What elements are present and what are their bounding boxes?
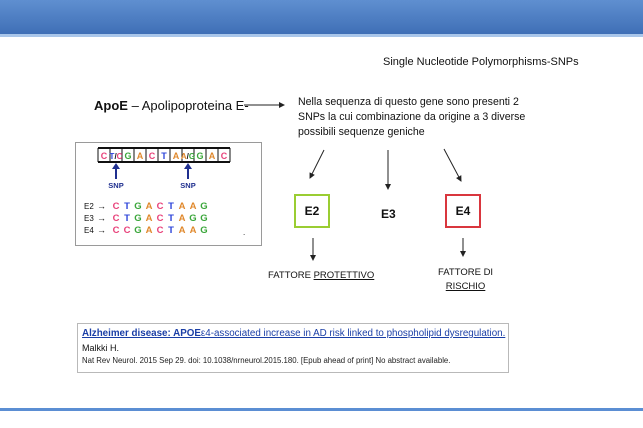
sequence-base: G — [196, 151, 203, 161]
trailing-dot: . — [243, 228, 245, 237]
sequence-base: C — [221, 151, 228, 161]
allele-base: A — [179, 213, 186, 224]
gene-name: ApoE — [94, 98, 128, 113]
allele-base: T — [168, 201, 174, 212]
snp-label: SNP — [108, 181, 123, 190]
allele-base: A — [146, 225, 153, 236]
allele-base: G — [200, 213, 207, 224]
allele-name: E4 — [84, 226, 94, 235]
allele-base: C — [157, 225, 164, 236]
e3-label: E3 — [381, 207, 396, 221]
sequence-base: T — [161, 151, 167, 161]
allele-base: C — [157, 213, 164, 224]
allele-base: A — [179, 225, 186, 236]
allele-base: C — [113, 213, 120, 224]
reference-title-rest: ε4-associated increase in AD risk linked… — [200, 328, 506, 339]
reference-title-bold: Alzheimer disease: APOE — [82, 328, 201, 339]
protective-word: PROTETTIVO — [313, 270, 375, 281]
risk-line1: FATTORE DI — [438, 267, 494, 278]
footer-line — [0, 408, 643, 411]
allele-base: T — [124, 201, 130, 212]
allele-base: A — [146, 213, 153, 224]
sequence-base: A — [209, 151, 216, 161]
allele-base: T — [168, 213, 174, 224]
e2-box: E2 — [294, 194, 330, 228]
reference-author: Malkki H. — [82, 343, 120, 353]
allele-base: C — [124, 225, 131, 236]
header-bar — [0, 0, 643, 37]
allele-base: C — [113, 201, 120, 212]
allele-base: G — [200, 201, 207, 212]
sequence-base: C — [101, 151, 108, 161]
gene-label: ApoE – Apolipoproteina E- — [94, 98, 249, 113]
protective-factor-label: FATTORE PROTETTIVO — [268, 270, 374, 281]
sequence-base: C — [149, 151, 156, 161]
allele-base: G — [134, 201, 141, 212]
allele-name: E3 — [84, 214, 94, 223]
gene-full-name: Apolipoproteina E- — [141, 98, 249, 113]
allele-arrow: → — [97, 225, 106, 235]
slide-title: Single Nucleotide Polymorphisms-SNPs — [383, 56, 579, 68]
risk-factor-label: FATTORE DI RISCHIO — [438, 266, 493, 294]
sequence-base: A — [137, 151, 144, 161]
snp-base: A/G — [181, 152, 195, 161]
allele-base: G — [189, 213, 196, 224]
allele-base: G — [200, 225, 207, 236]
reference-title-link[interactable]: Alzheimer disease: APOEε4-associated inc… — [82, 328, 505, 339]
arrow-to-e4 — [443, 148, 462, 182]
allele-base: A — [190, 201, 197, 212]
gene-description: Nella sequenza di questo gene sono prese… — [298, 96, 526, 138]
allele-base: A — [146, 201, 153, 212]
allele-base: G — [134, 213, 141, 224]
snp-arrow-head — [112, 163, 120, 169]
allele-arrow: → — [97, 213, 106, 223]
allele-base: A — [190, 225, 197, 236]
allele-arrow: → — [97, 201, 106, 211]
sequence-base: A — [173, 151, 180, 161]
allele-base: C — [157, 201, 164, 212]
allele-base: T — [168, 225, 174, 236]
e4-box: E4 — [445, 194, 481, 228]
snp-arrow-head — [184, 163, 192, 169]
snp-label: SNP — [180, 181, 195, 190]
allele-base: G — [134, 225, 141, 236]
allele-name: E2 — [84, 202, 94, 211]
reference-box — [77, 323, 509, 373]
arrow-to-e2 — [309, 149, 325, 179]
snp-base: T/C — [110, 152, 123, 161]
allele-base: A — [179, 201, 186, 212]
risk-word: RISCHIO — [445, 281, 486, 292]
allele-base: C — [113, 225, 120, 236]
reference-citation: Nat Rev Neurol. 2015 Sep 29. doi: 10.103… — [82, 356, 451, 365]
sequence-base: G — [124, 151, 131, 161]
gene-dash: – — [127, 98, 142, 113]
protective-prefix: FATTORE — [268, 270, 314, 281]
allele-base: T — [124, 213, 130, 224]
